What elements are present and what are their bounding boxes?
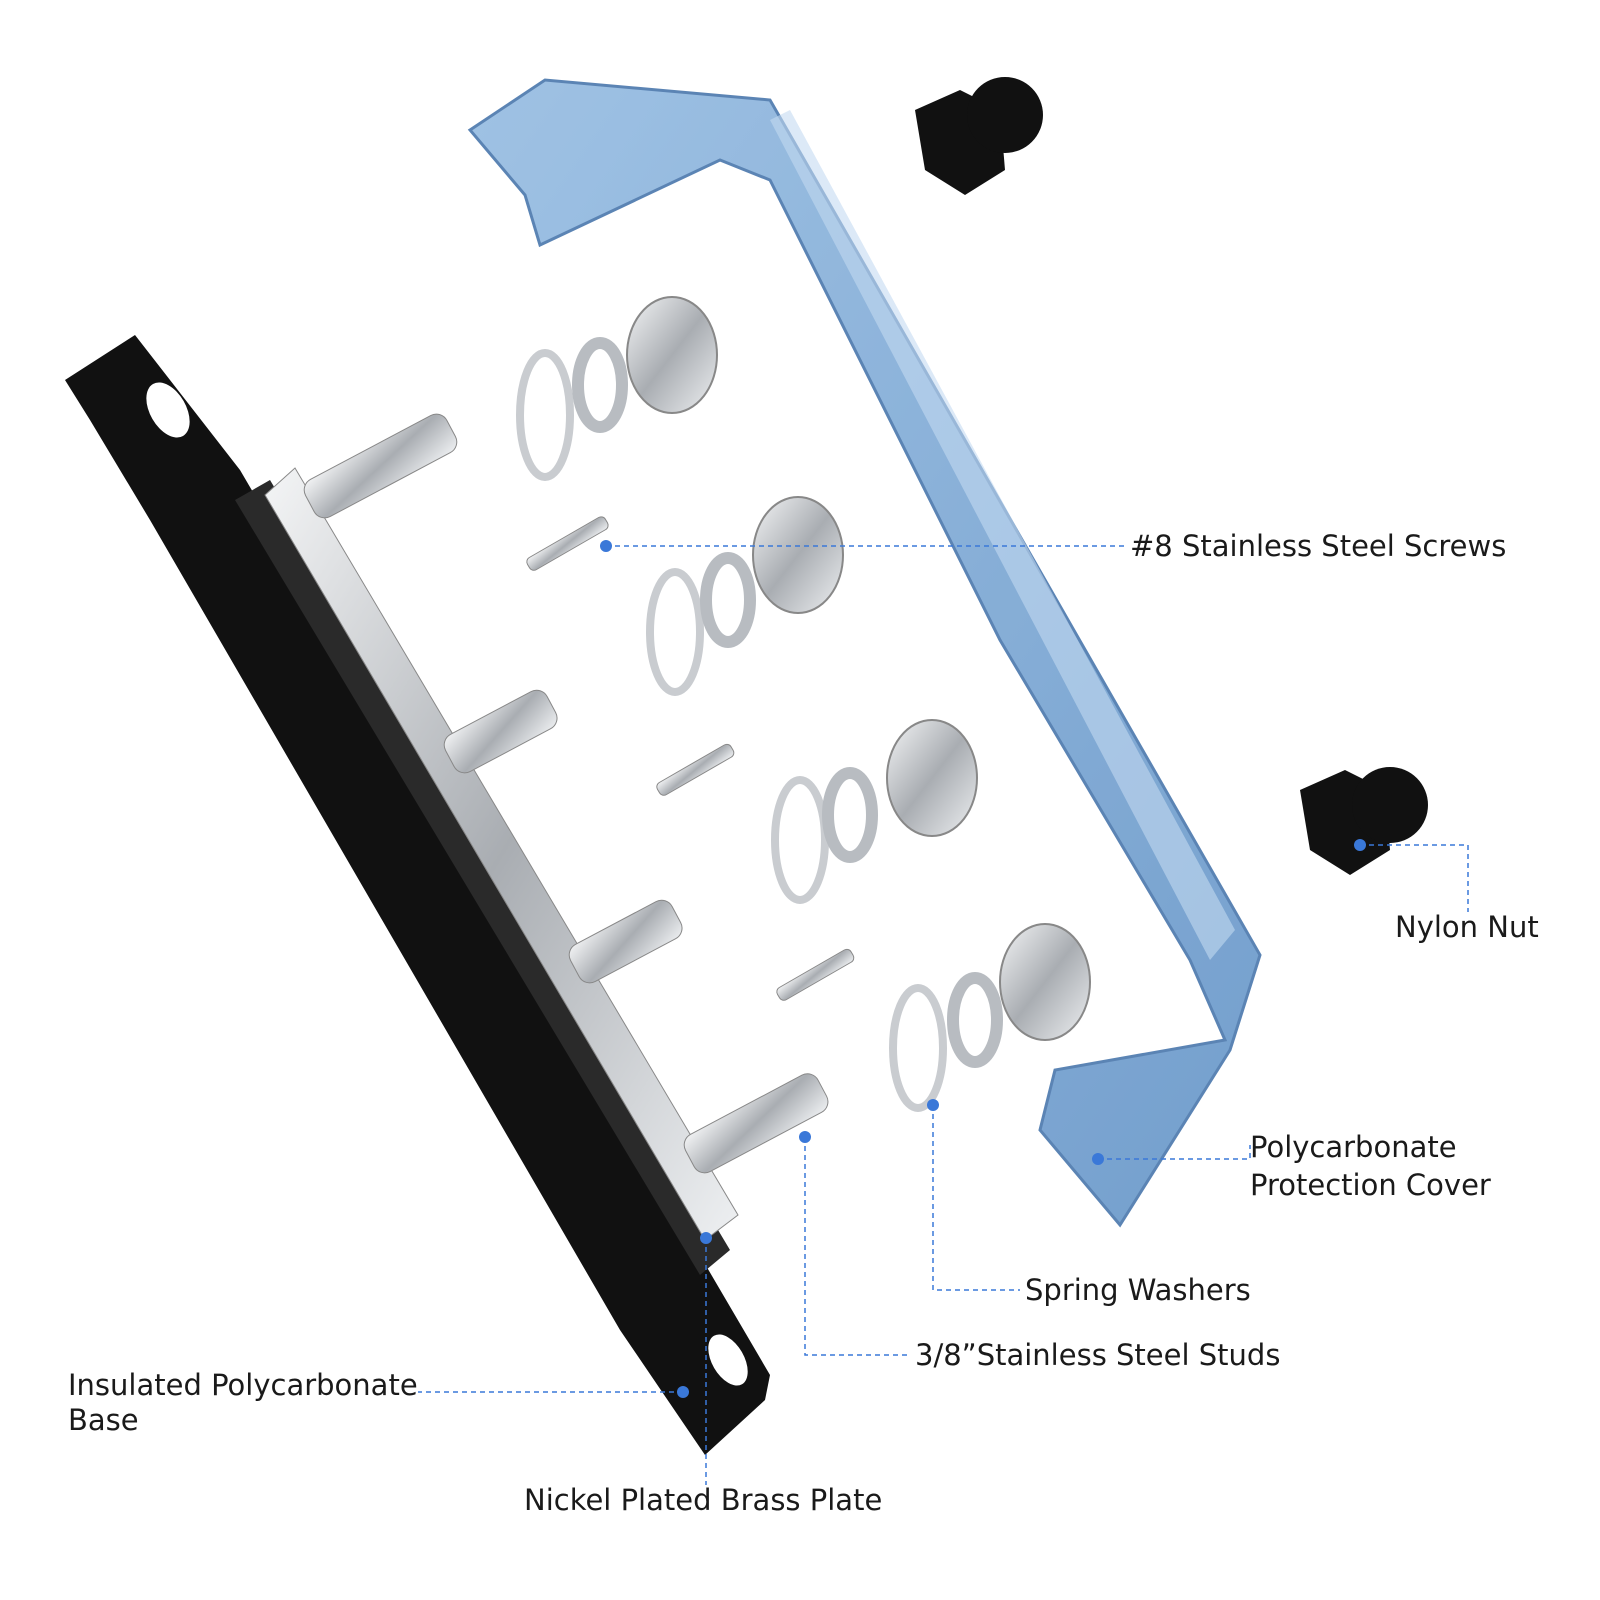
- label-screws: #8 Stainless Steel Screws: [1130, 529, 1507, 563]
- label-base-1: Insulated Polycarbonate: [68, 1368, 418, 1402]
- label-studs: 3/8”Stainless Steel Studs: [915, 1338, 1281, 1372]
- brass-plate: [264, 467, 739, 1241]
- washers-and-nuts: [516, 296, 1091, 1112]
- label-nylon-nut: Nylon Nut: [1395, 910, 1539, 944]
- studs: [303, 413, 829, 1174]
- label-cover-1: Polycarbonate: [1250, 1130, 1457, 1164]
- callout-lines: [418, 545, 1469, 1485]
- label-cover-2: Protection Cover: [1250, 1168, 1491, 1202]
- label-base-2: Base: [68, 1403, 139, 1437]
- screws: [526, 516, 855, 1001]
- label-spring-washers: Spring Washers: [1025, 1273, 1251, 1307]
- protection-cover: [467, 78, 1262, 1228]
- callout-dots: [600, 540, 1366, 1398]
- insulated-base: [65, 335, 770, 1455]
- nylon-nuts: [915, 77, 1428, 875]
- label-plate: Nickel Plated Brass Plate: [524, 1483, 883, 1517]
